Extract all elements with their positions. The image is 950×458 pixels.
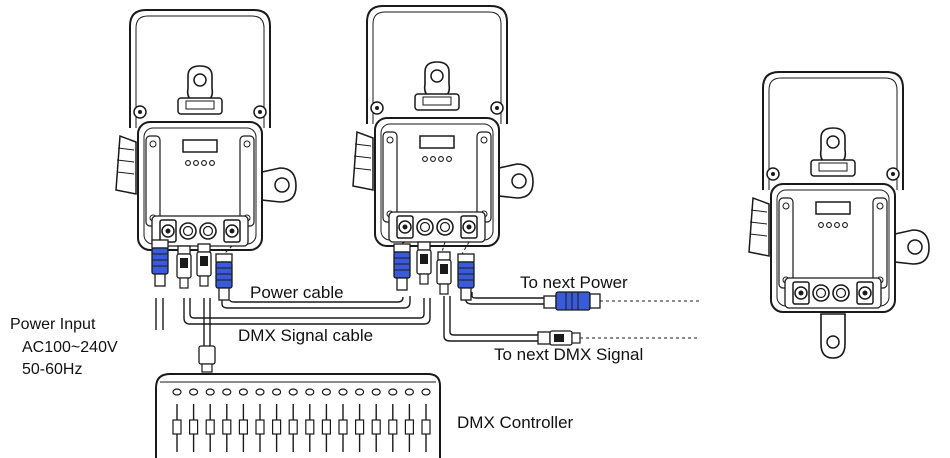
fixture-1 — [115, 9, 297, 251]
dmx-in-connector-1 — [176, 245, 192, 289]
power-cable-label: Power cable — [250, 283, 344, 302]
to-next-power-label: To next Power — [520, 273, 628, 292]
power-input-cable — [155, 298, 164, 330]
dmx-controller-label: DMX Controller — [457, 413, 574, 432]
controller-knob — [355, 388, 365, 396]
next-dmx-plug — [537, 330, 581, 346]
power-input-label: Power Input — [10, 316, 96, 333]
controller-fader — [189, 419, 199, 435]
controller-fader — [305, 419, 315, 435]
dmx-signal-cable-label: DMX Signal cable — [238, 326, 373, 345]
controller-knob — [189, 388, 199, 396]
controller-fader — [205, 419, 215, 435]
controller-fader — [222, 419, 232, 435]
controller-knob — [255, 388, 265, 396]
controller-knob — [338, 388, 348, 396]
controller-fader — [338, 419, 348, 435]
controller-fader — [321, 419, 331, 435]
controller-knob — [288, 388, 298, 396]
controller-fader — [272, 419, 282, 435]
next-power-plug — [543, 291, 601, 311]
controller-knob — [238, 388, 248, 396]
controller-fader — [255, 419, 265, 435]
controller-knob — [205, 388, 215, 396]
controller-fader — [355, 419, 365, 435]
controller-knob — [305, 388, 315, 396]
controller-knob — [321, 388, 331, 396]
controller-fader — [238, 419, 248, 435]
power-in-connector-2 — [393, 243, 411, 291]
to-next-dmx-label: To next DMX Signal — [494, 345, 643, 364]
controller-fader — [404, 419, 414, 435]
dmx-in-connector-2 — [416, 241, 432, 285]
dmx-out-connector-1 — [196, 243, 212, 287]
power-in-connector-1 — [151, 239, 169, 287]
fixture-2 — [352, 5, 534, 247]
dmx-controller — [155, 373, 441, 458]
controller-knob — [421, 388, 431, 396]
controller-fader — [421, 419, 431, 435]
power-input-voltage: AC100~240V — [22, 339, 118, 356]
controller-plug — [198, 345, 216, 373]
controller-knob — [404, 388, 414, 396]
controller-knob — [172, 388, 182, 396]
controller-knob — [272, 388, 282, 396]
controller-fader — [172, 419, 182, 435]
dmx-out-connector-2 — [436, 251, 452, 295]
controller-fader — [388, 419, 398, 435]
power-out-connector-2 — [457, 253, 475, 301]
controller-fader — [288, 419, 298, 435]
controller-knob — [222, 388, 232, 396]
controller-knob — [371, 388, 381, 396]
power-input-frequency: 50-60Hz — [22, 361, 82, 378]
controller-fader — [371, 419, 381, 435]
controller-knob — [388, 388, 398, 396]
dmx-cable-line — [183, 296, 538, 346]
fixture-3-bottom-bracket — [820, 313, 846, 359]
fixture-3 — [748, 71, 930, 313]
power-out-connector-1 — [215, 253, 233, 301]
